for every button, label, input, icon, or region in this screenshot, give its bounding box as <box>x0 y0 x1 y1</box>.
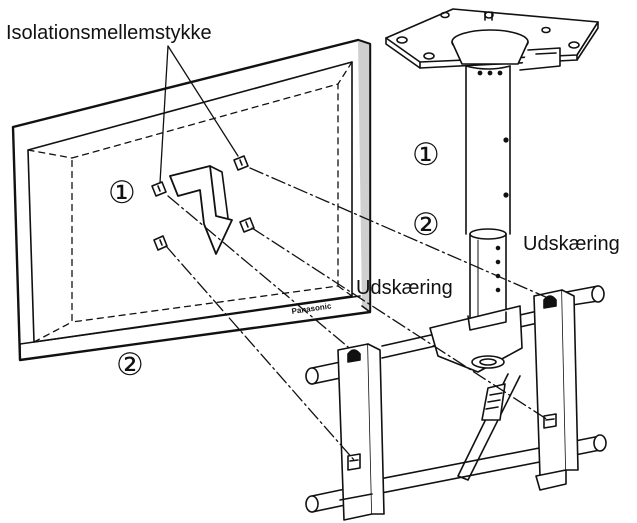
alignment-lines <box>165 167 549 461</box>
flat-panel-tv <box>11 38 372 362</box>
lower-pole <box>469 228 507 319</box>
spacers <box>151 155 255 251</box>
spacer-leaders <box>159 45 239 184</box>
upper-pole <box>465 65 511 235</box>
cutout-label-left: Udskæring <box>356 277 453 299</box>
ceiling-plate <box>385 8 599 71</box>
step-two-marker-pole: ② <box>412 207 440 243</box>
cutout-label-right: Udskæring <box>523 233 620 255</box>
step-one-marker-tv: ① <box>108 175 136 211</box>
step-one-marker-pole: ① <box>412 137 440 173</box>
insert-arrow <box>169 165 233 255</box>
spacer-label: Isolationsmellemstykke <box>6 22 212 44</box>
step-two-marker-tv: ② <box>116 347 144 383</box>
mount-bracket <box>305 285 607 521</box>
